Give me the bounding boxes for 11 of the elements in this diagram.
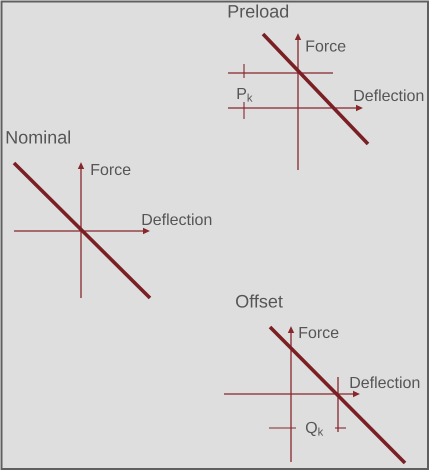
dimension-label: P$_{k}$ bbox=[238, 88, 252, 102]
panel-title: Preload bbox=[228, 4, 288, 18]
axis-label: Force bbox=[92, 164, 130, 176]
axis-label: Deflection bbox=[142, 213, 212, 226]
axis-label: Deflection bbox=[354, 89, 424, 102]
axis-label: Deflection bbox=[350, 376, 420, 388]
axis-label: Force bbox=[306, 40, 346, 52]
axis-label: Force bbox=[300, 327, 338, 338]
panel-title: Offset bbox=[236, 294, 283, 308]
dimension-label: Q$_{k}$ bbox=[306, 422, 324, 436]
panel-title: Nominal bbox=[6, 130, 70, 144]
